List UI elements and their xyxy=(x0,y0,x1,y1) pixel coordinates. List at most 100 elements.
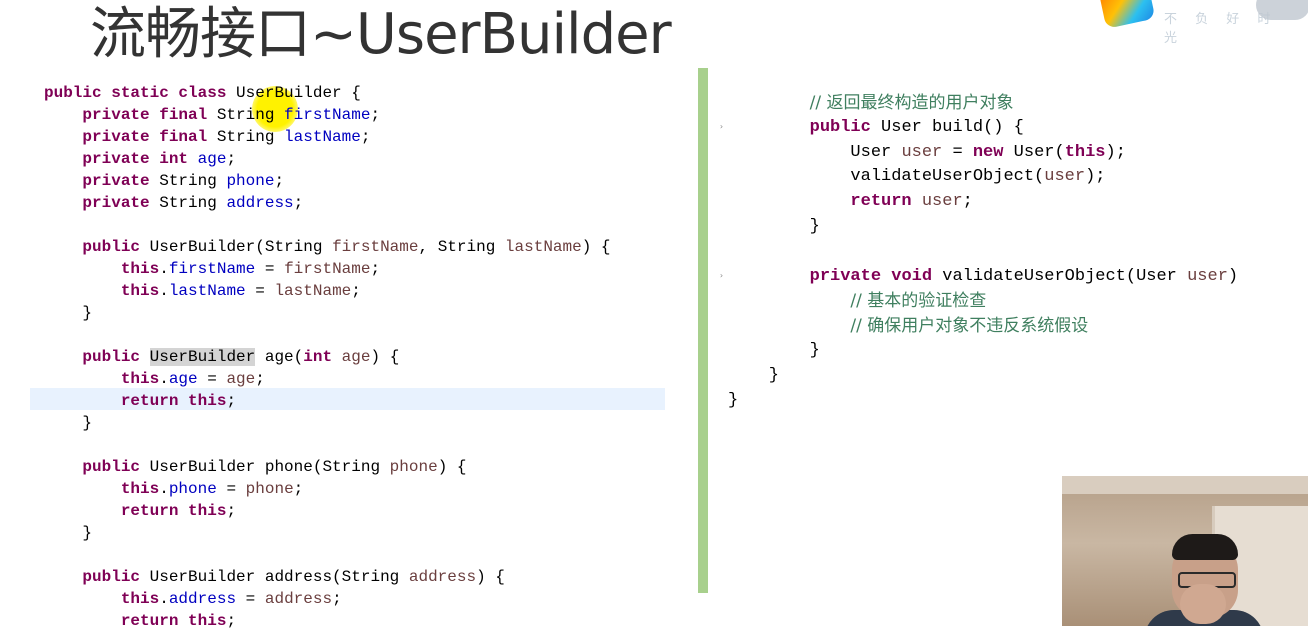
code-line[interactable] xyxy=(44,214,611,236)
code-token: ) { xyxy=(581,238,611,256)
code-token: address xyxy=(168,590,237,608)
code-line[interactable]: } xyxy=(728,364,1238,389)
code-token xyxy=(44,238,82,256)
mouse-cursor-highlight xyxy=(252,86,298,132)
code-token: ; xyxy=(255,370,265,388)
code-token xyxy=(44,282,121,300)
code-line[interactable]: private void validateUserObject(User use… xyxy=(728,265,1238,290)
code-token xyxy=(44,392,121,410)
code-line[interactable]: return user; xyxy=(728,190,1238,215)
code-line[interactable]: private final String lastName; xyxy=(44,126,611,148)
code-token: ); xyxy=(1105,142,1126,162)
code-token: public xyxy=(82,348,150,366)
code-line[interactable]: public User build() { xyxy=(728,116,1238,141)
code-token xyxy=(44,612,121,630)
code-token: UserBuilder(String xyxy=(149,238,333,256)
code-token xyxy=(728,293,850,312)
code-token: user xyxy=(921,192,963,212)
code-token: = xyxy=(216,480,246,498)
code-line[interactable]: this.phone = phone; xyxy=(44,478,611,500)
code-token: } xyxy=(728,365,780,385)
code-line[interactable]: // 确保用户对象不违反系统假设 xyxy=(728,314,1238,339)
code-token: ; xyxy=(274,172,285,190)
code-token: age xyxy=(341,348,371,366)
code-token: phone xyxy=(245,480,294,498)
code-line[interactable]: validateUserObject(user); xyxy=(728,165,1238,190)
code-line[interactable]: this.age = age; xyxy=(44,368,611,390)
panel-divider xyxy=(698,68,708,593)
code-line[interactable]: public static class UserBuilder { xyxy=(44,82,611,104)
fold-marker-icon[interactable]: › xyxy=(719,271,724,280)
code-token: String xyxy=(159,194,227,212)
code-token: ; xyxy=(370,260,381,278)
code-token xyxy=(44,590,121,608)
code-line[interactable]: return this; xyxy=(44,610,611,632)
code-line[interactable] xyxy=(44,544,611,566)
code-line[interactable]: this.lastName = lastName; xyxy=(44,280,611,302)
code-token: return xyxy=(850,192,922,212)
code-token: ; xyxy=(293,480,304,498)
code-line[interactable]: public UserBuilder address(String addres… xyxy=(44,566,611,588)
code-line[interactable] xyxy=(44,324,611,346)
code-token xyxy=(44,348,82,366)
code-line[interactable]: // 基本的验证检查 xyxy=(728,289,1238,314)
code-line[interactable]: public UserBuilder(String firstName, Str… xyxy=(44,236,611,258)
code-line[interactable]: public UserBuilder phone(String phone) { xyxy=(44,456,611,478)
code-line[interactable]: public UserBuilder age(int age) { xyxy=(44,346,611,368)
logo-badge xyxy=(1256,0,1308,20)
code-token: age xyxy=(168,370,198,388)
code-token: private final xyxy=(82,106,217,124)
code-token: firstName xyxy=(284,260,371,278)
code-line[interactable] xyxy=(728,240,1238,265)
code-line[interactable]: this.firstName = firstName; xyxy=(44,258,611,280)
code-token xyxy=(44,568,82,586)
code-editor-left[interactable]: public static class UserBuilder { privat… xyxy=(44,82,611,632)
code-token: ) { xyxy=(370,348,400,366)
code-token: user xyxy=(1187,266,1228,286)
code-token: , String xyxy=(418,238,505,256)
code-line[interactable]: private int age; xyxy=(44,148,611,170)
code-token: ; xyxy=(370,106,381,124)
code-line[interactable] xyxy=(44,434,611,456)
code-line[interactable]: // 返回最终构造的用户对象 xyxy=(728,91,1238,116)
code-line[interactable]: private String phone; xyxy=(44,170,611,192)
code-line[interactable]: private final String firstName; xyxy=(44,104,611,126)
code-token: public xyxy=(82,568,150,586)
code-line[interactable]: this.address = address; xyxy=(44,588,611,610)
code-line[interactable]: } xyxy=(728,389,1238,414)
code-token: ; xyxy=(226,502,237,520)
code-token: address xyxy=(226,194,294,212)
code-token: firstName xyxy=(332,238,419,256)
code-token: private int xyxy=(82,150,198,168)
code-token xyxy=(44,260,121,278)
code-token: age xyxy=(197,150,227,168)
current-line-highlight xyxy=(30,388,665,410)
code-token: public xyxy=(809,117,882,137)
code-token: UserBuilder { xyxy=(236,84,361,102)
code-token: ; xyxy=(962,192,973,212)
code-line[interactable]: private String address; xyxy=(44,192,611,214)
code-token xyxy=(728,118,810,137)
code-editor-right[interactable]: // 返回最终构造的用户对象 public User build() { Use… xyxy=(728,91,1238,413)
code-line[interactable]: User user = new User(this); xyxy=(728,141,1238,166)
code-token: ); xyxy=(1085,167,1106,187)
code-token xyxy=(44,480,121,498)
fold-marker-icon[interactable]: › xyxy=(719,122,724,131)
code-token: } xyxy=(728,390,739,410)
code-token: return this xyxy=(120,502,227,520)
code-token: age( xyxy=(255,348,304,366)
code-token: } xyxy=(44,304,93,322)
code-token: user xyxy=(1044,167,1086,187)
code-token: } xyxy=(44,414,93,432)
code-token: phone xyxy=(226,172,275,190)
logo-slogan: 不 负 好 时 光 xyxy=(1164,12,1278,46)
code-token: validateUserObject( xyxy=(728,167,1045,187)
code-line[interactable]: return this; xyxy=(44,390,611,412)
code-line[interactable]: } xyxy=(728,339,1238,364)
code-line[interactable]: } xyxy=(44,522,611,544)
code-line[interactable]: } xyxy=(44,412,611,434)
code-token: validateUserObject(User xyxy=(942,266,1188,286)
code-line[interactable]: return this; xyxy=(44,500,611,522)
code-line[interactable]: } xyxy=(44,302,611,324)
code-line[interactable]: } xyxy=(728,215,1238,240)
